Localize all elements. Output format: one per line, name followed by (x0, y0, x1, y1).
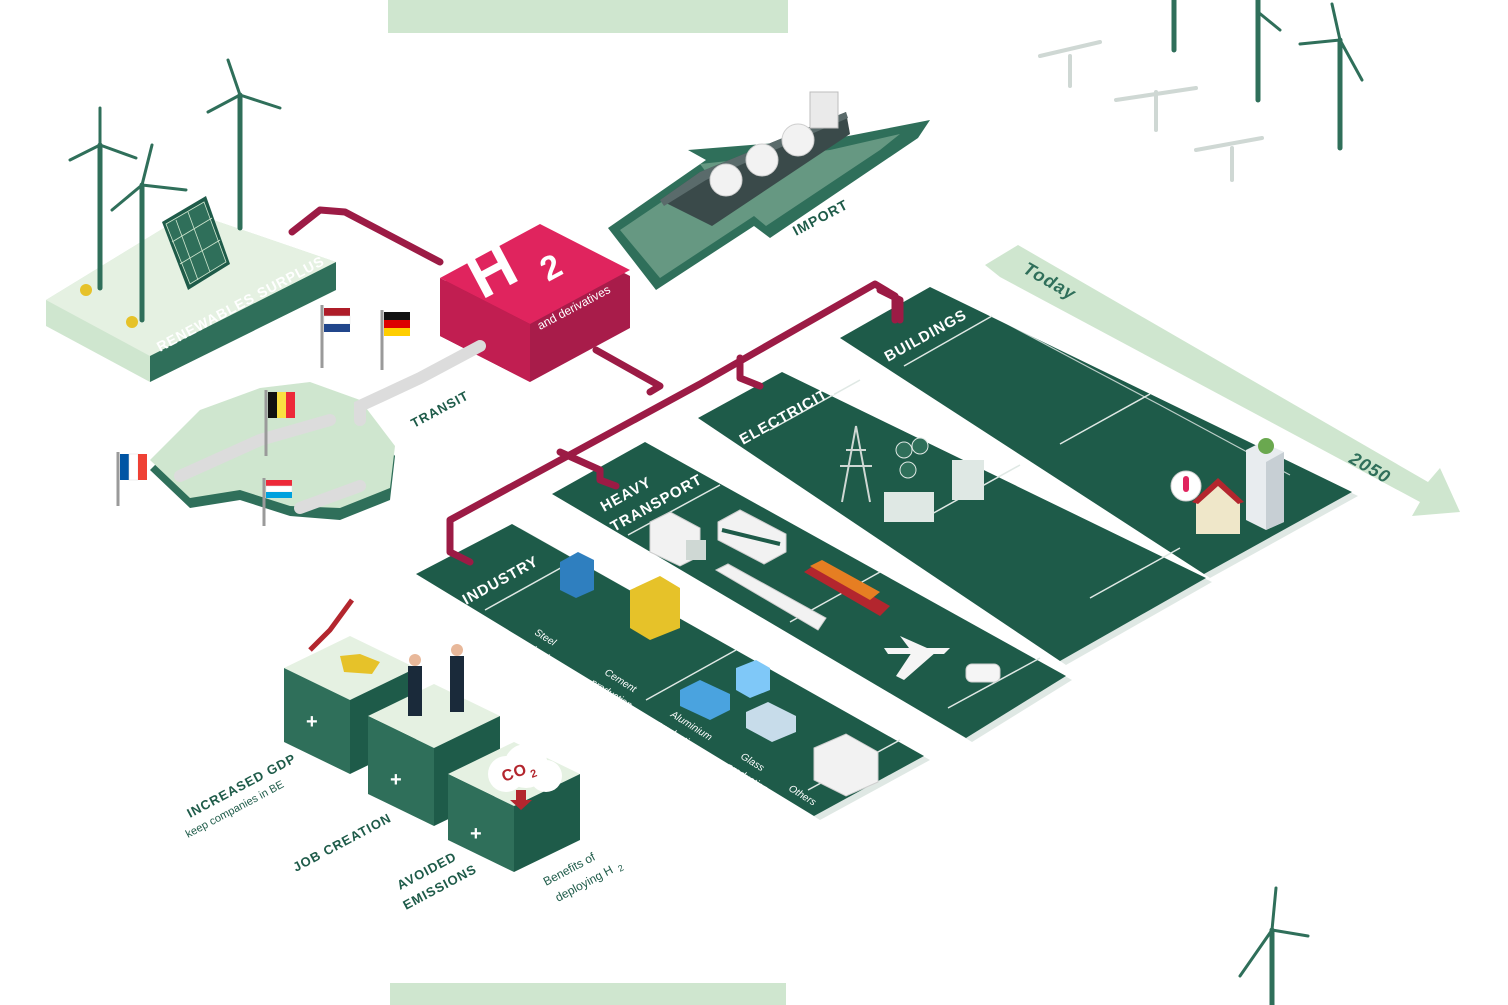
transit-pipes (174, 340, 486, 514)
flag-germany-icon (380, 310, 410, 370)
flag-luxembourg-icon (262, 478, 293, 526)
flag-belgium-icon (264, 390, 295, 456)
ship-icon (660, 91, 850, 226)
label-jobs: JOB CREATION (290, 810, 394, 875)
label-transit: TRANSIT (408, 388, 471, 431)
faded-turbines (1038, 40, 1264, 182)
turbine-base-icon (126, 316, 138, 328)
thermostat-icon (1170, 470, 1202, 502)
train-icon (714, 563, 827, 631)
h2-hub (440, 224, 630, 382)
house-icon (1192, 478, 1244, 534)
turbine-base-icon (80, 284, 92, 296)
car-icon (965, 663, 1001, 683)
flag-netherlands-icon (320, 305, 351, 368)
plus-emissions: + (470, 823, 483, 845)
truck-icon (649, 511, 706, 567)
offshore-turbines (1171, 0, 1364, 1005)
factory-icon (560, 552, 879, 797)
top-banner (388, 0, 788, 33)
co2-subscript: 2 (529, 767, 540, 781)
electrolyser-icon (884, 437, 984, 522)
bottom-banner (390, 983, 786, 1005)
co2-cloud-icon (488, 744, 562, 810)
cargo-ship-icon (804, 560, 890, 616)
flag-france-icon (116, 452, 147, 506)
wind-turbine-icon (68, 58, 282, 323)
plus-gdp: + (306, 711, 319, 733)
benefits-caption-sub: 2 (616, 863, 625, 874)
pipeline-network (288, 206, 904, 566)
airplane-icon (884, 636, 950, 680)
plus-jobs: + (390, 769, 403, 791)
pylon-icon (840, 425, 872, 503)
solar-panel-icon (162, 196, 230, 290)
sector-industry (416, 524, 930, 820)
timeline-arrow (985, 245, 1460, 516)
bus-icon (717, 509, 787, 565)
import-arrow (608, 120, 930, 290)
apartment-icon (1246, 438, 1284, 530)
